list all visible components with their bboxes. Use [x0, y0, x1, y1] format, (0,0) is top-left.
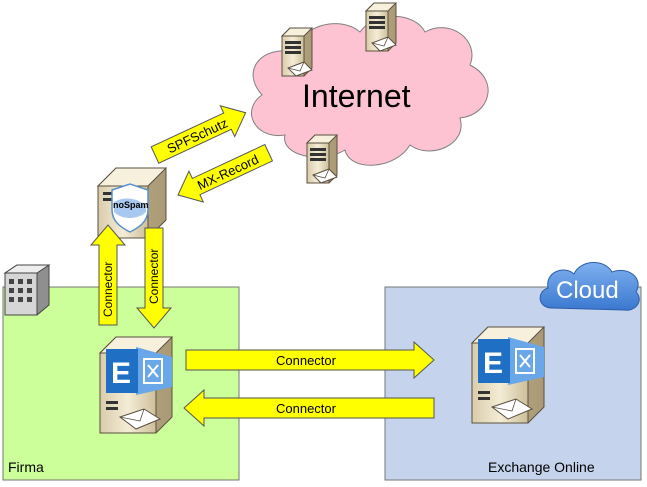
firma-exchange-server: E: [98, 336, 174, 434]
exchange-online-label: Exchange Online: [488, 459, 595, 475]
connector-left-label: Connector: [276, 401, 337, 416]
connector-down-label: Connector: [147, 249, 161, 304]
exchange-online-letter: E: [483, 347, 503, 380]
connector-up-label: Connector: [101, 262, 115, 317]
firma-building-icon: [3, 264, 51, 316]
connector-up-arrow: Connector: [89, 224, 127, 326]
internet-server-2-icon: [365, 2, 397, 52]
internet-label: Internet: [302, 78, 411, 114]
exchange-online-server: E: [470, 326, 546, 424]
nospam-shield-icon: noSpam: [111, 183, 149, 233]
internet-server-3-icon: [306, 134, 338, 184]
firma-label: Firma: [8, 459, 44, 475]
nospam-label: noSpam: [113, 200, 149, 210]
exchange-logo-icon: E: [106, 347, 172, 395]
connector-left-arrow: Connector: [183, 388, 435, 428]
cloud-badge: Cloud: [539, 262, 640, 311]
cloud-badge-label: Cloud: [556, 277, 619, 304]
connector-right-arrow: Connector: [185, 340, 435, 380]
nospam-server: noSpam: [96, 167, 168, 239]
connector-right-label: Connector: [276, 353, 337, 368]
connector-down-arrow: Connector: [135, 227, 173, 329]
internet-server-1-icon: [281, 27, 313, 77]
exchange-online-logo-icon: E: [478, 337, 544, 385]
exchange-letter: E: [111, 357, 131, 390]
